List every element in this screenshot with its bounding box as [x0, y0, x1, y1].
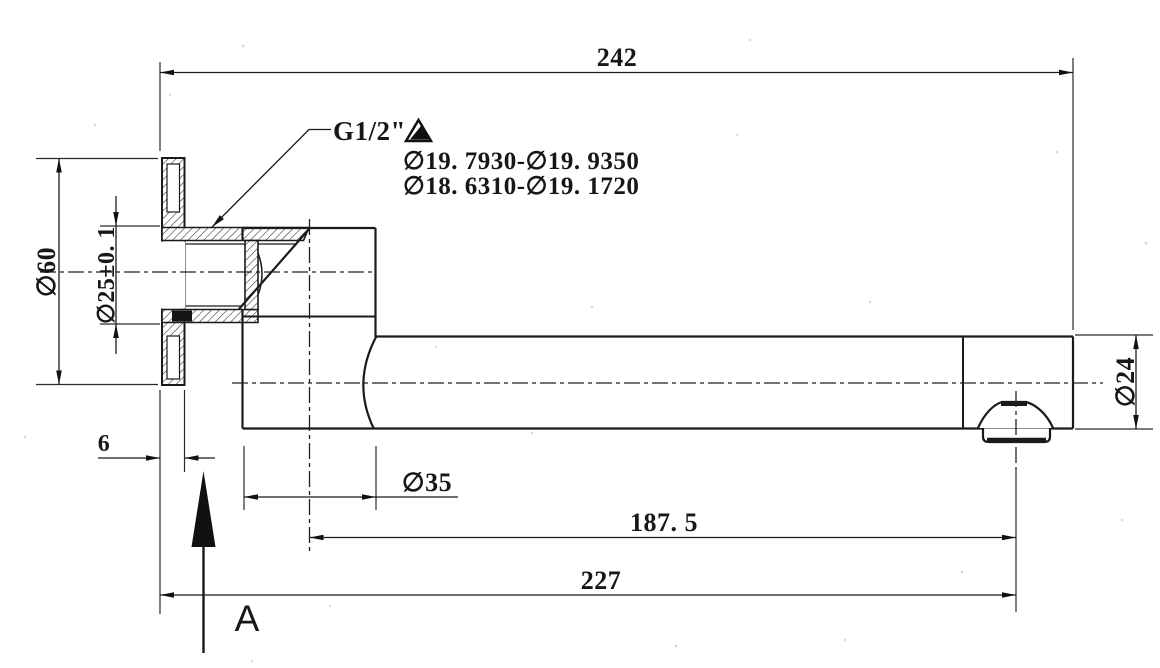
thread-fit-range-line1: ∅19. 7930-∅19. 9350	[403, 148, 639, 175]
extension-lines	[36, 58, 1153, 614]
centerlines	[40, 219, 1103, 553]
thread-leader-line	[211, 128, 331, 228]
dim-flange-thickness: 6	[98, 431, 111, 457]
thread-fit-range-line2: ∅18. 6310-∅19. 1720	[403, 173, 639, 200]
dim-tube-diameter: ∅24	[1111, 357, 1140, 407]
cone-transition-line	[238, 227, 311, 310]
section-label: A	[235, 598, 260, 639]
dim-axis-to-outlet: 187. 5	[630, 508, 698, 537]
thread-size-label: G1/2"	[333, 116, 406, 146]
dim-flange-diameter: ∅60	[32, 247, 61, 297]
weld-dark-patch	[172, 310, 192, 322]
dimension-arrowheads	[56, 69, 1139, 598]
dim-wall-to-outlet: 227	[581, 566, 622, 595]
annotation-text: 242 ∅60 ∅25±0. 1 6 ∅35 187. 5 227 ∅24 G1…	[32, 43, 1140, 639]
dim-overall-length: 242	[597, 43, 638, 72]
finish-triangle-icon	[403, 117, 434, 143]
section-cut-arrow	[191, 471, 216, 653]
tube-body-intersection-arc	[362, 336, 377, 429]
threaded-spigot-section	[161, 226, 311, 324]
dim-body-diameter: ∅35	[402, 468, 452, 497]
dim-spigot-diameter: ∅25±0. 1	[94, 226, 120, 324]
leader-arrowhead	[212, 215, 224, 227]
dimension-lines	[58, 71, 1137, 596]
scan-noise	[23, 38, 1148, 663]
